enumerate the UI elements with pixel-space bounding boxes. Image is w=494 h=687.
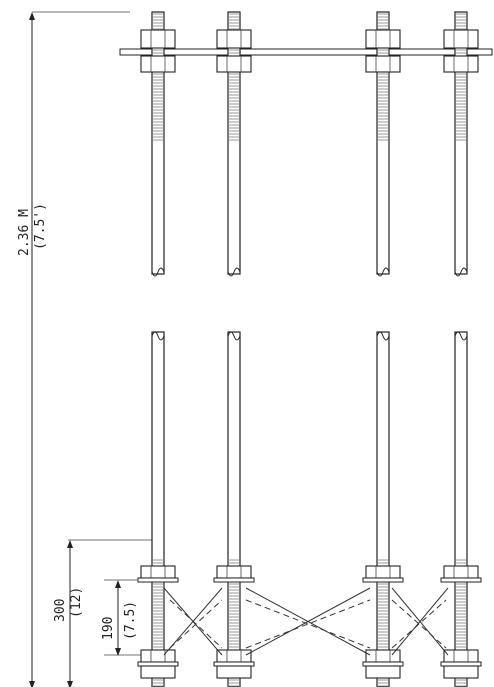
anchor-bolt-1 xyxy=(137,11,179,687)
overall-dimension-metric: 2.36 M xyxy=(17,209,32,256)
top-nut-upper xyxy=(365,29,401,49)
anchor-bolt-2 xyxy=(213,11,255,687)
top-nut-upper xyxy=(443,29,479,49)
top-nut-lower xyxy=(365,55,401,73)
overall-dimension: 2.36 M (7.5') xyxy=(17,11,130,687)
top-nut-lower xyxy=(140,55,176,73)
cross-bracing xyxy=(163,587,449,656)
projection-dimension: 300 (12) xyxy=(53,539,160,687)
anchor-bolts xyxy=(137,11,482,687)
overall-dimension-imperial: (7.5') xyxy=(33,203,48,250)
template-spacing-metric: 190 xyxy=(101,617,116,640)
top-nut-upper xyxy=(216,29,252,49)
template-spacing-imperial: (7.5) xyxy=(123,601,138,640)
template-spacing-dimension: 190 (7.5) xyxy=(101,579,148,656)
anchor-bolt-4 xyxy=(440,11,482,687)
top-template-plate xyxy=(119,48,493,56)
top-nut-lower xyxy=(216,55,252,73)
top-nut-lower xyxy=(443,55,479,73)
projection-dimension-metric: 300 xyxy=(53,599,68,622)
projection-dimension-imperial: (12) xyxy=(69,587,84,618)
top-nut-upper xyxy=(140,29,176,49)
anchor-bolt-3 xyxy=(362,11,404,687)
